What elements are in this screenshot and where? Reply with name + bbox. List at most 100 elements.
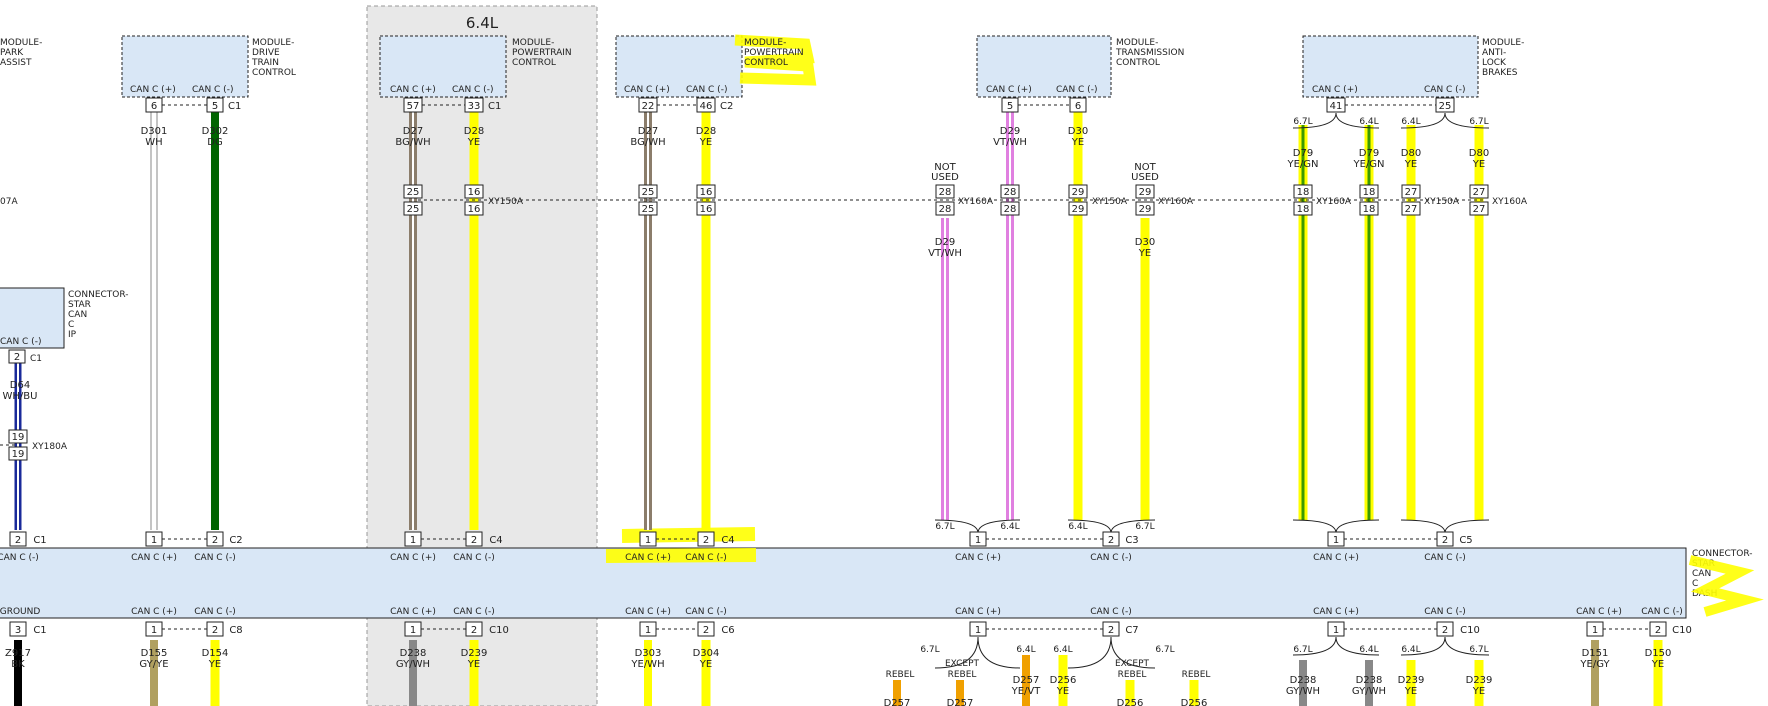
wire-color: GY/WH xyxy=(1352,686,1386,697)
pin-number: 5 xyxy=(1007,101,1013,112)
pin-number: 2 xyxy=(471,535,477,546)
connector-label: XY150A xyxy=(1424,197,1460,207)
wire-color: YE xyxy=(467,659,480,670)
wire-color: GY/YE xyxy=(139,659,168,670)
option-label: REBEL xyxy=(886,670,915,680)
can-label: CAN C (-) xyxy=(1424,607,1465,617)
wire-code: D256 xyxy=(1181,698,1208,706)
pin-number: 19 xyxy=(12,449,25,460)
connector-star-can-c-dash xyxy=(0,547,1687,619)
connector-label: C1 xyxy=(33,535,46,546)
not-used-label: USED xyxy=(931,172,959,183)
pin-number: 6 xyxy=(1075,101,1081,112)
wire-code: D256 xyxy=(1050,675,1077,686)
engine-label: 6.7L xyxy=(1293,645,1312,655)
pin-number: 2 xyxy=(1442,625,1448,636)
splice-fork xyxy=(1400,519,1490,534)
connector-label-line: CONNECTOR- xyxy=(1692,549,1753,559)
pin-number: 33 xyxy=(468,101,481,112)
pin-number: 2 xyxy=(15,535,21,546)
pin-number: 2 xyxy=(703,625,709,636)
wire-code: D257 xyxy=(884,698,911,706)
can-label: CAN C (-) xyxy=(453,553,494,563)
engine-label: 6.4L xyxy=(1401,117,1420,127)
wire-color: YE/GN xyxy=(1352,159,1384,170)
splice-fork xyxy=(1400,636,1490,656)
highlight-star-dash xyxy=(1688,555,1764,617)
wire-color: GY/WH xyxy=(1286,686,1320,697)
wire-code: D28 xyxy=(464,126,484,137)
connector-label: 07A xyxy=(0,197,18,207)
option-label: EXCEPT xyxy=(1115,659,1150,669)
inline-pins: 25 25 16 16 25 25 16 16 28 28 28 28 29 2… xyxy=(8,184,1489,461)
wire-code: D239 xyxy=(1398,675,1425,686)
pin-number: 57 xyxy=(407,101,420,112)
can-label: CAN C (+) xyxy=(1312,85,1358,95)
module-label-line: MODULE- xyxy=(512,38,554,48)
can-label: CAN C (+) xyxy=(986,85,1032,95)
module-label-line: MODULE- xyxy=(744,38,786,48)
connector-label: C1 xyxy=(228,101,241,112)
pin-number: 1 xyxy=(410,535,416,546)
wire-code: D301 xyxy=(141,126,168,137)
can-label: CAN C (+) xyxy=(390,553,436,563)
module-label-line: ASSIST xyxy=(0,58,32,68)
pin-number: 1 xyxy=(151,625,157,636)
wire-code: D304 xyxy=(693,648,720,659)
connector-label-line: CONNECTOR- xyxy=(68,290,129,300)
can-label: CAN C (+) xyxy=(1313,553,1359,563)
module-label-line: CONTROL xyxy=(512,58,556,68)
pin-number: 46 xyxy=(700,101,713,112)
wire-color: WH xyxy=(145,137,162,148)
pin-number: 29 xyxy=(1139,187,1152,198)
module-powertrain-control: MODULE- POWERTRAIN CONTROL xyxy=(615,34,817,98)
wire-color: YE/GY xyxy=(1579,659,1610,670)
pin-number: 2 xyxy=(212,535,218,546)
wire-code: D257 xyxy=(947,698,974,706)
connector-label: C1 xyxy=(488,101,501,112)
wire-color: YE/WH xyxy=(630,659,664,670)
highlight-can-labels xyxy=(605,548,757,563)
pins-star-lower: 3 C1 1 2 C8 1 2 C10 1 2 C6 1 2 C7 1 2 C1… xyxy=(9,621,1692,637)
wire-color: GY/WH xyxy=(396,659,430,670)
pin-number: 3 xyxy=(15,625,21,636)
pin-number: 2 xyxy=(471,625,477,636)
can-label: CAN C (-) xyxy=(192,85,233,95)
module-powertrain-control-64: MODULE- POWERTRAIN CONTROL xyxy=(379,35,572,98)
pin-number: 1 xyxy=(1333,535,1339,546)
wire-code: D154 xyxy=(202,648,229,659)
wire-color: YE xyxy=(1472,686,1485,697)
wire-code: D257 xyxy=(1013,675,1040,686)
connector-label-line: STAR xyxy=(68,300,91,310)
wire-code: D79 xyxy=(1293,148,1313,159)
wire-color: YE xyxy=(1472,159,1485,170)
connector-label: XY160A xyxy=(1158,197,1194,207)
can-label: CAN C (+) xyxy=(130,85,176,95)
wire-code: D80 xyxy=(1401,148,1421,159)
pin-number: 1 xyxy=(975,625,981,636)
module-label-line: DRIVE xyxy=(252,48,280,58)
wire-color: YE/VT xyxy=(1011,686,1042,697)
wire-code: D30 xyxy=(1068,126,1088,137)
pin-number: 18 xyxy=(1363,204,1376,215)
can-label: CAN C (+) xyxy=(955,553,1001,563)
connector-label: C10 xyxy=(1672,625,1692,636)
engine-label: 6.7L xyxy=(1293,117,1312,127)
wire-color: YE xyxy=(699,137,712,148)
engine-labels-upper: 6.7L 6.4L 6.4L 6.7L 6.7L 6.4L 6.4L 6.7L xyxy=(935,117,1488,532)
pin-number: 29 xyxy=(1072,204,1085,215)
pin-number: 1 xyxy=(151,535,157,546)
wire-code: D30 xyxy=(1135,237,1155,248)
connector-label-line: CAN xyxy=(68,310,87,320)
pin-number: 2 xyxy=(1108,625,1114,636)
connector-label: C1 xyxy=(33,625,46,636)
wire-code: D155 xyxy=(141,648,168,659)
wire-code: D79 xyxy=(1359,148,1379,159)
engine-label: 6.4L xyxy=(1359,117,1378,127)
wire-code: D239 xyxy=(461,648,488,659)
splice-fork xyxy=(1292,636,1380,656)
wire-labels-upper: D301 WH D302 DG D27 BG/WH D28 YE D27 BG/… xyxy=(3,126,1490,402)
pin-number: 19 xyxy=(12,432,25,443)
pin-number: 18 xyxy=(1363,187,1376,198)
pin-number: 16 xyxy=(468,187,481,198)
